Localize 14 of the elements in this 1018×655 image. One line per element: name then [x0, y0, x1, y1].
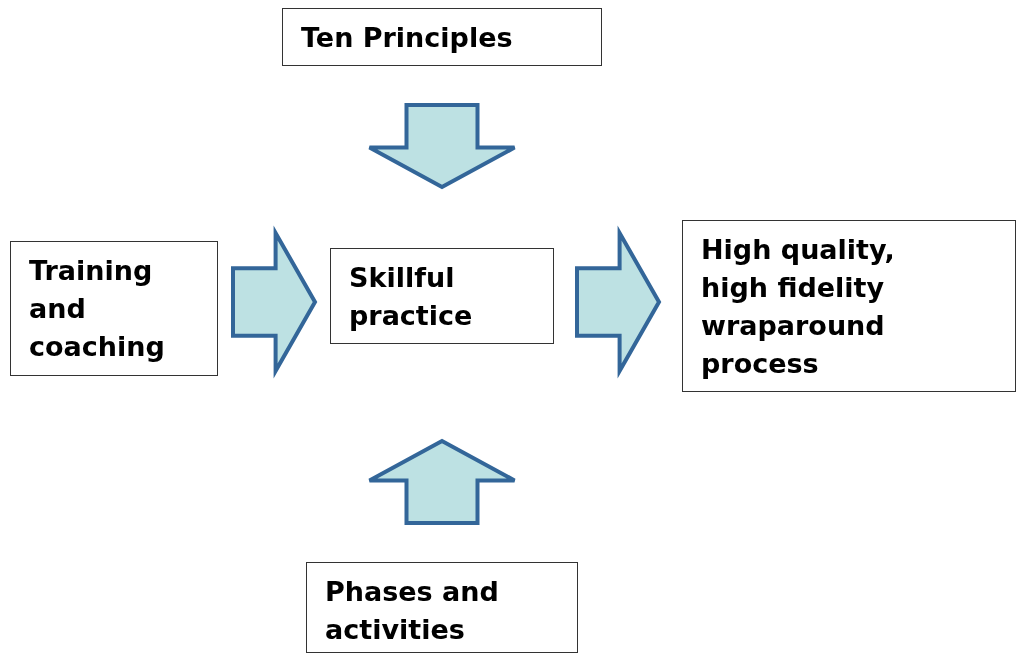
- box-label: Training and coaching: [29, 254, 166, 364]
- text-box: [282, 8, 602, 66]
- block-arrow: [575, 225, 662, 379]
- block-arrow: [231, 225, 318, 379]
- box-label: High quality, high fidelity wraparound process: [701, 233, 896, 381]
- text-box: [682, 220, 1016, 392]
- text-box: [306, 562, 578, 653]
- box-label: Phases and activities: [325, 575, 500, 647]
- box-label: Skillful practice: [349, 261, 474, 333]
- text-box: [10, 241, 218, 376]
- box-label: Ten Principles: [301, 21, 514, 55]
- block-arrow: [367, 103, 517, 190]
- text-box: [330, 248, 554, 344]
- block-arrow: [367, 438, 517, 525]
